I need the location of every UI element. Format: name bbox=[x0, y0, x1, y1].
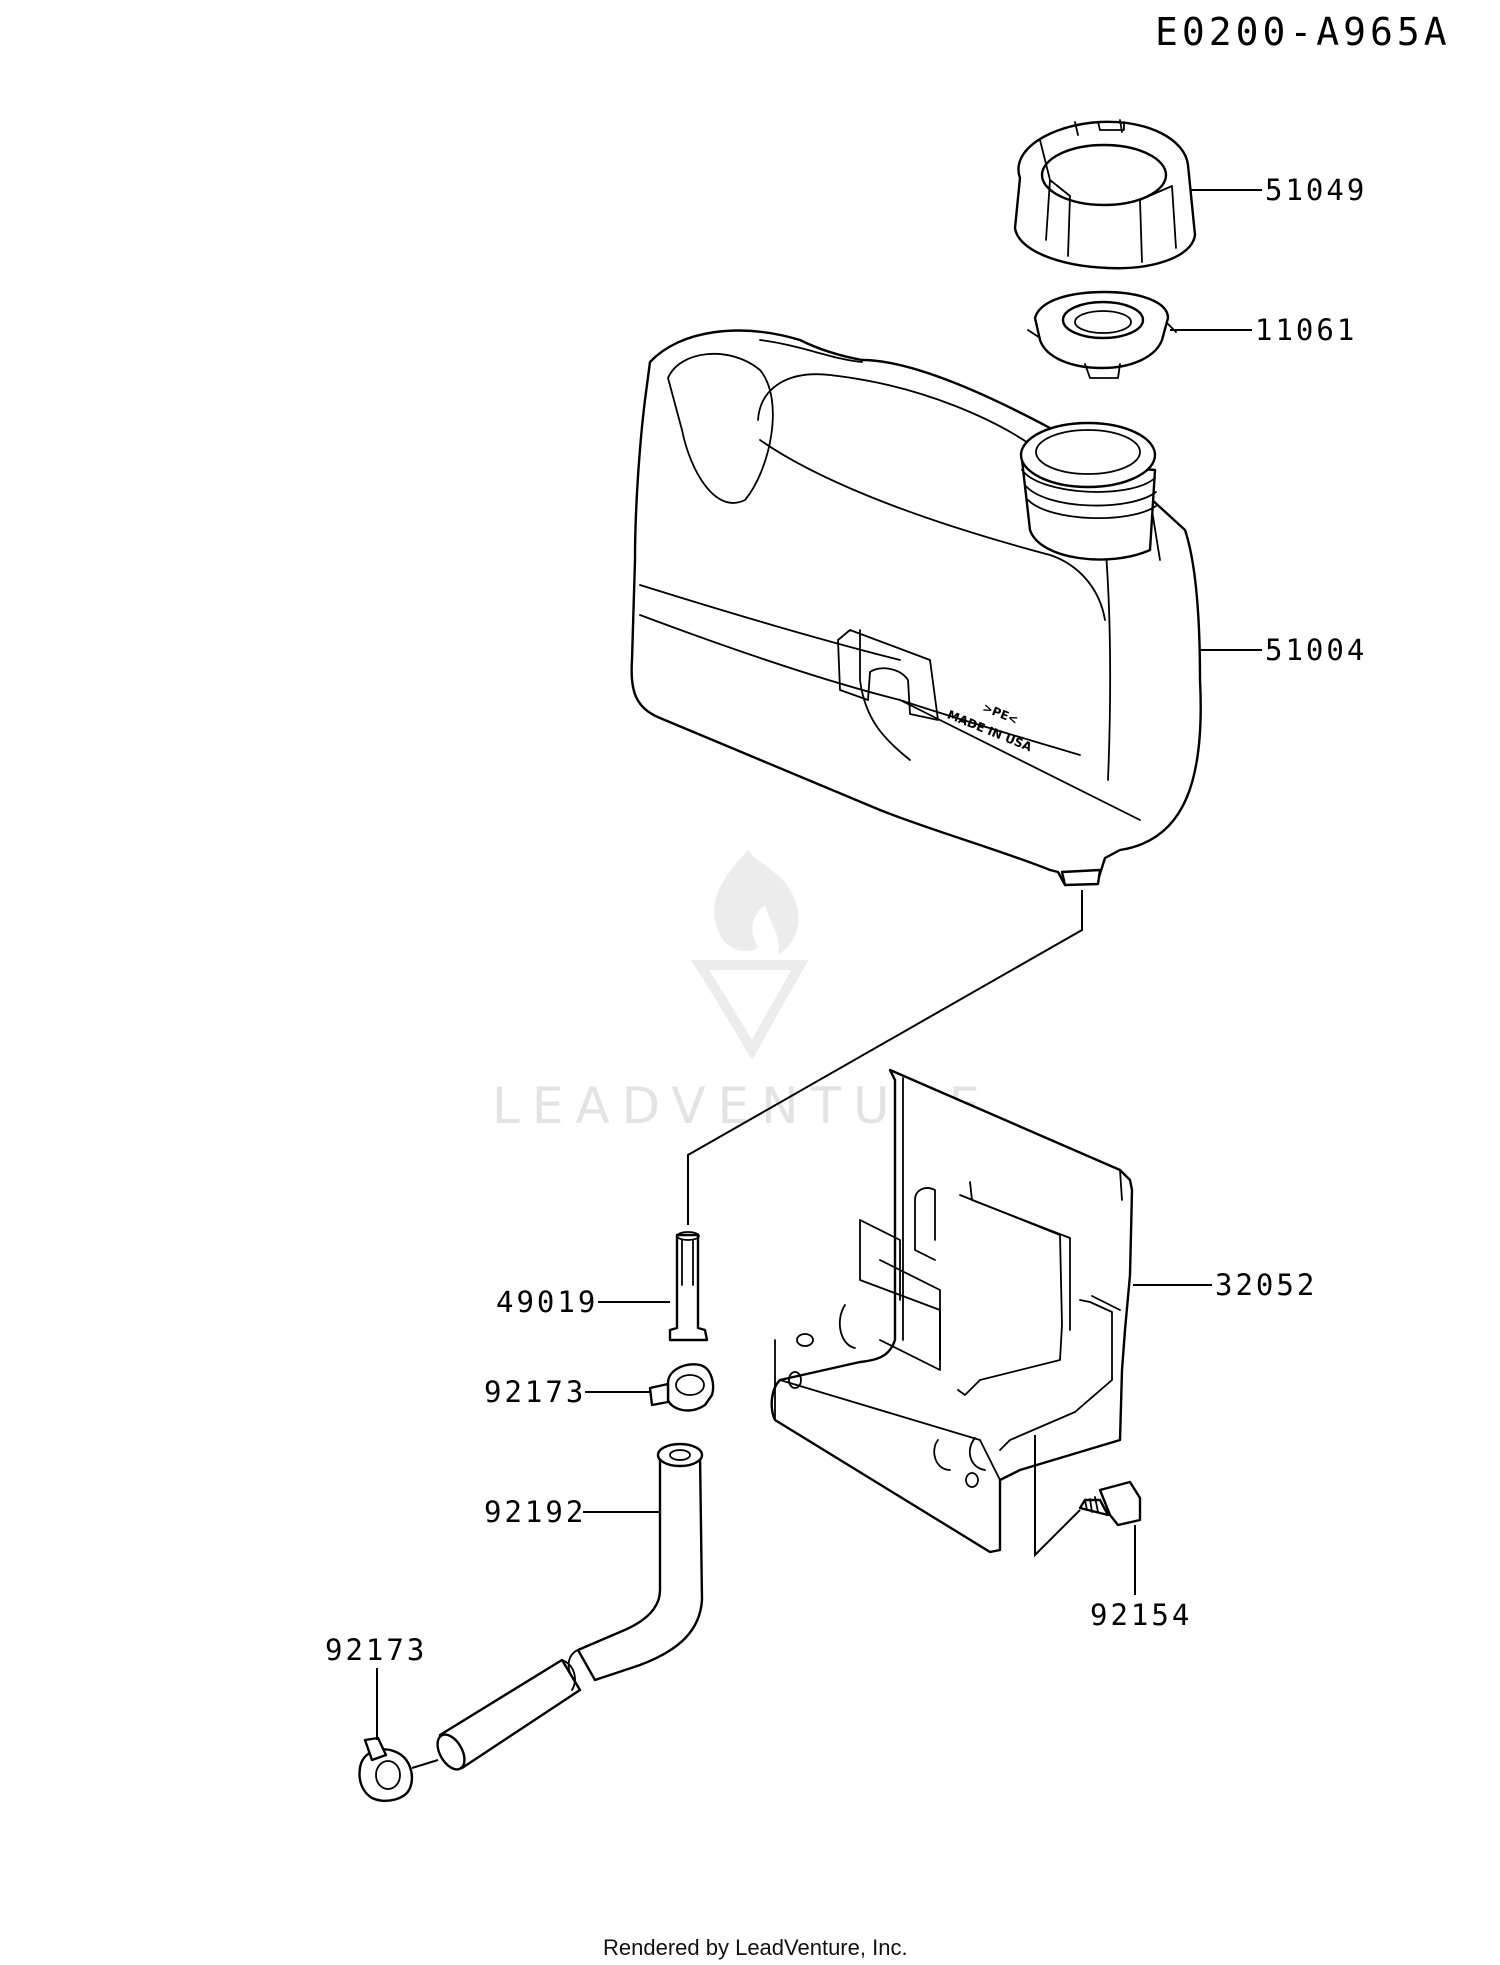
connector-tank-to-pin bbox=[687, 890, 1083, 1225]
part-number-51049[interactable]: 51049 bbox=[1265, 173, 1367, 207]
footer-credit: Rendered by LeadVenture, Inc. bbox=[603, 1935, 908, 1960]
part-number-51004[interactable]: 51004 bbox=[1265, 633, 1367, 667]
part-number-92173-lower[interactable]: 92173 bbox=[325, 1633, 427, 1667]
part-fuel-hose[interactable] bbox=[432, 1442, 704, 1774]
part-tank-bracket[interactable] bbox=[770, 1068, 1134, 1554]
part-strainer[interactable] bbox=[1027, 290, 1177, 379]
part-clamp-lower[interactable] bbox=[358, 1736, 414, 1802]
diagram-id: E0200-A965A bbox=[1155, 10, 1451, 54]
part-number-92173-upper[interactable]: 92173 bbox=[484, 1375, 586, 1409]
leader-bolt-connector bbox=[1034, 1435, 1081, 1558]
part-clamp-upper[interactable] bbox=[648, 1363, 715, 1412]
part-fuel-cap[interactable] bbox=[1013, 119, 1197, 270]
part-pin[interactable] bbox=[668, 1231, 709, 1342]
part-number-32052[interactable]: 32052 bbox=[1215, 1268, 1317, 1302]
flame-logo-icon bbox=[714, 850, 799, 955]
leader-hose-to-clamp bbox=[411, 1759, 439, 1769]
part-fuel-tank[interactable]: >PE< MADE IN USA bbox=[630, 329, 1202, 887]
part-number-92192[interactable]: 92192 bbox=[484, 1495, 586, 1529]
v-logo-icon bbox=[690, 960, 809, 1060]
part-number-11061[interactable]: 11061 bbox=[1255, 313, 1357, 347]
part-number-49019[interactable]: 49019 bbox=[496, 1285, 598, 1319]
part-number-92154[interactable]: 92154 bbox=[1090, 1598, 1192, 1632]
part-bolt[interactable] bbox=[1078, 1480, 1142, 1527]
